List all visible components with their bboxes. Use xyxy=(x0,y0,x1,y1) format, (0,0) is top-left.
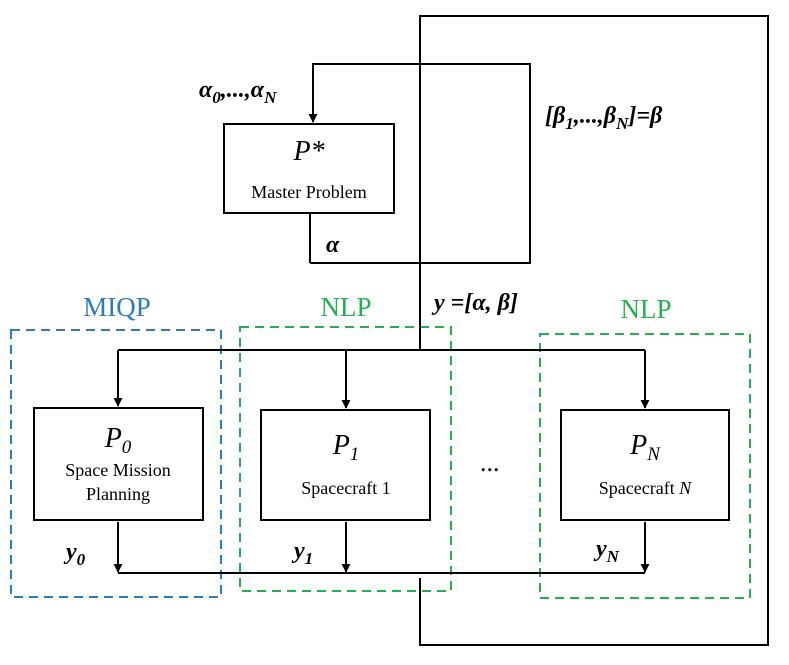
nlp-group-box-1 xyxy=(239,326,452,592)
pn-box xyxy=(560,409,730,521)
nlp-group-title-n: NLP xyxy=(620,294,671,324)
p0-label-line2: Planning xyxy=(86,484,150,504)
p1-symbol: P1 xyxy=(332,430,360,465)
y-vector-label: y =[α, β] xyxy=(431,290,518,316)
p0-box xyxy=(33,407,204,521)
master-input-wire xyxy=(308,63,531,264)
p1-box xyxy=(260,409,431,521)
p0-label-line1: Space Mission xyxy=(65,460,171,480)
p1-label: Spacecraft 1 xyxy=(301,478,390,498)
alpha-inputs-label: α0,...,αN xyxy=(199,77,277,107)
pn-symbol: PN xyxy=(629,430,661,465)
y1-label: y1 xyxy=(291,538,313,568)
master-symbol: P* xyxy=(292,136,324,167)
pn-label: Spacecraft N xyxy=(599,478,692,498)
miqp-group-box xyxy=(10,329,222,598)
master-label: Master Problem xyxy=(251,182,366,202)
master-problem-box xyxy=(223,123,395,214)
alpha-output-label: α xyxy=(326,232,340,258)
miqp-group-title: MIQP xyxy=(83,292,151,322)
nlp-group-box-n xyxy=(539,333,751,599)
feedback-loop-wire xyxy=(419,15,769,646)
nlp-group-title-1: NLP xyxy=(320,292,371,322)
y0-label: y0 xyxy=(63,539,86,569)
beta-label: [β1,...,βN]=β xyxy=(545,103,663,133)
p0-symbol: P0 xyxy=(104,423,132,458)
yn-label: yN xyxy=(593,536,620,566)
ellipsis-label: ... xyxy=(480,448,500,477)
